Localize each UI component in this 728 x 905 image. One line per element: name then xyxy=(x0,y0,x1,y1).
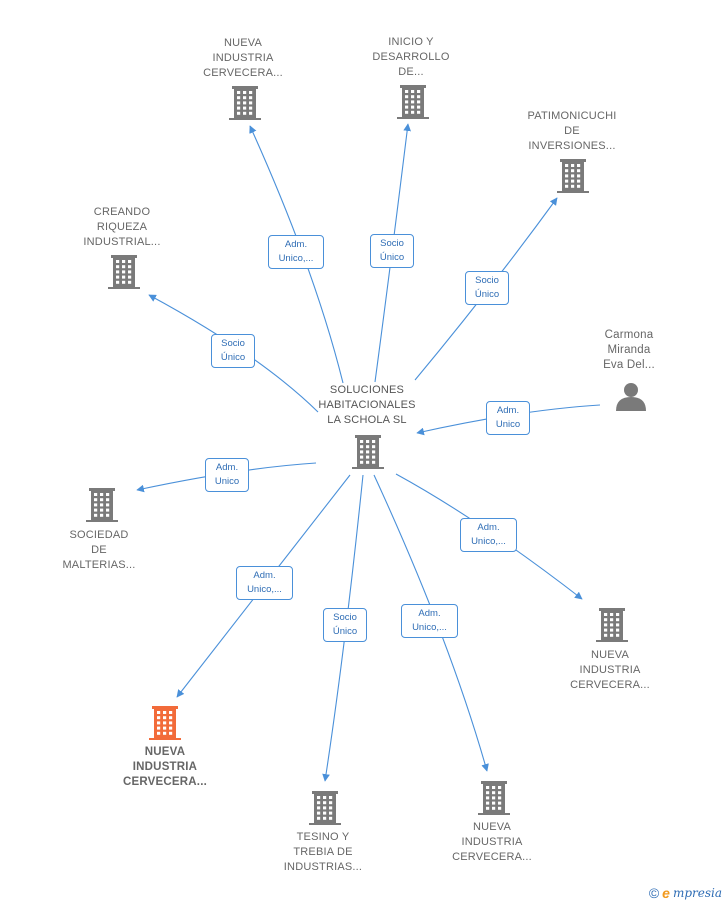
building-icon-sociedad[interactable] xyxy=(86,488,118,522)
node-label-nueva-bottom[interactable]: NUEVA INDUSTRIA CERVECERA... xyxy=(452,821,532,863)
building-icon-nueva-highlight[interactable] xyxy=(149,706,181,740)
brand-name: mpresia xyxy=(672,886,722,900)
building-icon-patimonicuchi[interactable] xyxy=(557,159,589,193)
building-icon-creando[interactable] xyxy=(108,255,140,289)
person-icon-carmona[interactable] xyxy=(616,383,646,411)
building-icon-tesino[interactable] xyxy=(309,791,341,825)
building-icon-center[interactable] xyxy=(352,435,384,469)
edge-label-to-inicio[interactable]: Socio Único xyxy=(370,234,414,268)
edge-label-to-creando[interactable]: Socio Único xyxy=(211,334,255,368)
node-label-creando[interactable]: CREANDO RIQUEZA INDUSTRIAL... xyxy=(83,206,161,248)
node-label-sociedad[interactable]: SOCIEDAD DE MALTERIAS... xyxy=(62,529,136,571)
building-icon-inicio[interactable] xyxy=(397,85,429,119)
edge-label-to-nueva-highlight[interactable]: Adm. Unico,... xyxy=(236,566,293,600)
icon-layer xyxy=(86,85,646,825)
building-icon-nueva-top[interactable] xyxy=(229,86,261,120)
node-label-center[interactable]: SOLUCIONES HABITACIONALES LA SCHOLA SL xyxy=(318,384,416,426)
edge-label-to-tesino[interactable]: Socio Único xyxy=(323,608,367,642)
node-label-nueva-highlight[interactable]: NUEVA INDUSTRIA CERVECERA... xyxy=(123,746,207,788)
node-label-nueva-right[interactable]: NUEVA INDUSTRIA CERVECERA... xyxy=(570,649,650,691)
edge-label-to-sociedad[interactable]: Adm. Unico xyxy=(205,458,249,492)
edge-label-to-nueva-right[interactable]: Adm. Unico,... xyxy=(460,518,517,552)
building-icon-nueva-bottom[interactable] xyxy=(478,781,510,815)
brand-logo-e: e xyxy=(662,885,670,901)
edge-label-to-nueva-bottom[interactable]: Adm. Unico,... xyxy=(401,604,458,638)
edge-label-from-carmona[interactable]: Adm. Unico xyxy=(486,401,530,435)
copyright-icon: © xyxy=(648,885,660,901)
node-label-carmona[interactable]: Carmona Miranda Eva Del... xyxy=(603,329,655,371)
building-icon-nueva-right[interactable] xyxy=(596,608,628,642)
node-label-nueva-top[interactable]: NUEVA INDUSTRIA CERVECERA... xyxy=(203,37,283,79)
node-label-tesino[interactable]: TESINO Y TREBIA DE INDUSTRIAS... xyxy=(283,831,363,873)
node-label-patimonicuchi[interactable]: PATIMONICUCHI DE INVERSIONES... xyxy=(527,110,617,152)
edge-label-to-patimonicuchi[interactable]: Socio Único xyxy=(465,271,509,305)
edge-label-to-nueva-top[interactable]: Adm. Unico,... xyxy=(268,235,324,269)
node-label-inicio[interactable]: INICIO Y DESARROLLO DE... xyxy=(372,36,450,78)
